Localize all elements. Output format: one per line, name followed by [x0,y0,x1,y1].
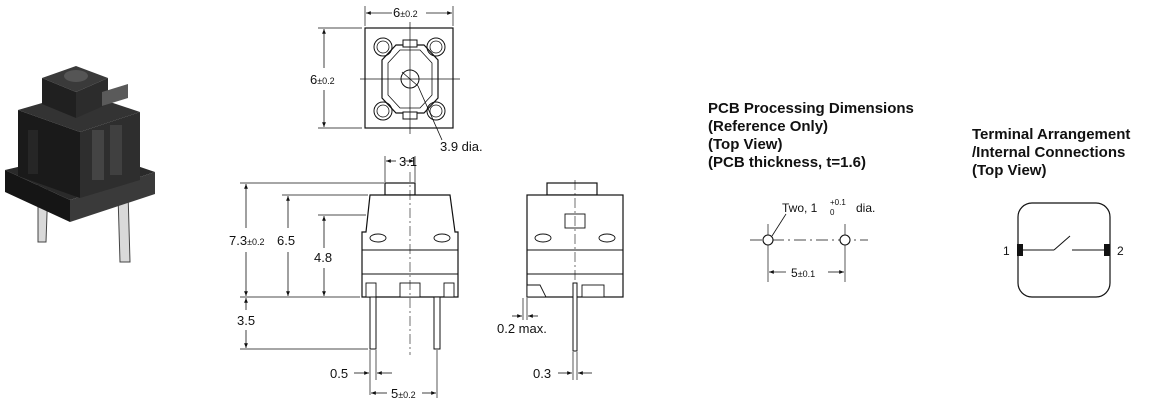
terminal-title-line-1: Terminal Arrangement [972,126,1131,143]
pcb-holes-drawing [750,213,868,282]
pcb-hole-suffix: dia. [856,201,875,215]
front-top-width: 3.1 [399,154,417,169]
terminal-schematic [1017,202,1111,298]
side-offset: 0.2 max. [497,321,547,336]
terminal-title-line-3: (Top View) [972,162,1047,179]
side-view-drawing [512,180,624,380]
pcb-title-line-3: (Top View) [708,136,783,153]
front-view-drawing [240,156,459,398]
top-height-value: 6±0.2 [310,72,335,87]
pcb-hole-spec: Two, 1 [782,201,818,215]
front-mid-height: 4.8 [314,250,332,265]
plunger-dia-label: 3.9 dia. [440,139,483,154]
front-pin-width: 0.5 [330,366,348,381]
pcb-hole-tol-plus: +0.1 [830,198,846,207]
top-width-value: 6±0.2 [393,5,418,20]
side-pin-thickness: 0.3 [533,366,551,381]
pcb-title-line-4: (PCB thickness, t=1.6) [708,154,866,171]
terminal-pin-2: 2 [1117,244,1124,258]
terminal-pin-1: 1 [1003,244,1010,258]
pcb-section-title: PCB Processing Dimensions (Reference Onl… [708,100,914,172]
pcb-title-line-2: (Reference Only) [708,118,829,135]
pcb-hole-tol-minus: 0 [830,208,835,217]
terminal-title-line-2: /Internal Connections [972,144,1126,161]
terminal-section-title: Terminal Arrangement /Internal Connectio… [972,126,1130,180]
top-view-drawing [318,6,460,141]
front-overall-height: 7.3±0.2 [229,233,265,248]
pcb-title-line-1: PCB Processing Dimensions [708,100,914,117]
front-pin-length: 3.5 [237,313,255,328]
switch-product-photo [5,66,155,263]
pcb-pitch: 5±0.1 [791,266,815,280]
front-pin-pitch: 5±0.2 [391,386,416,401]
front-body-height: 6.5 [277,233,295,248]
